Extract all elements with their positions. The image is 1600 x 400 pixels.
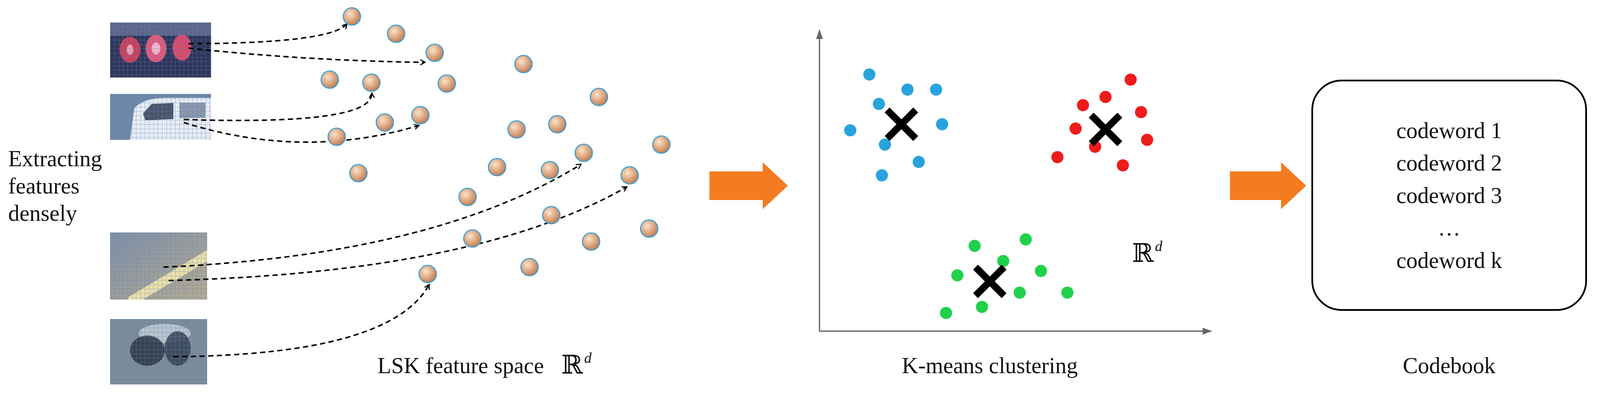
cluster-point — [1019, 233, 1032, 246]
centroid-mark — [975, 267, 1005, 296]
codeword-text: codeword k — [1396, 244, 1503, 277]
feature-dot — [321, 71, 339, 89]
feature-dot — [438, 74, 456, 93]
feature-dot — [463, 230, 482, 248]
cluster-point — [997, 255, 1010, 268]
cluster-point — [1069, 122, 1082, 135]
feature-dot — [582, 233, 600, 251]
feature-dot — [419, 265, 437, 283]
feature-dot — [488, 158, 506, 176]
feature-dot — [426, 44, 444, 62]
image-patch — [110, 232, 210, 303]
box-heading: Codebook — [1313, 352, 1586, 380]
feature-dot — [458, 188, 477, 206]
green-cluster — [939, 233, 1074, 320]
feature-dot — [514, 55, 533, 73]
dashed-arrow — [173, 285, 430, 358]
cluster-point — [1134, 106, 1148, 119]
patch-ground — [110, 319, 208, 385]
image-patch — [110, 22, 212, 78]
dense-grid — [110, 94, 212, 140]
blue-cluster — [844, 68, 949, 182]
cluster-point — [844, 124, 857, 137]
feature-dot — [542, 206, 560, 225]
cluster-point — [1034, 265, 1048, 278]
centroid-mark — [887, 110, 916, 139]
feature-dot — [541, 161, 559, 179]
feature-dot — [362, 74, 381, 92]
side-caption: Extracting features densely — [8, 145, 134, 228]
cluster-point — [930, 83, 943, 96]
feature-dot — [590, 88, 608, 106]
cluster-point — [1076, 99, 1090, 112]
codeword-text: codeword 1 — [1396, 114, 1503, 147]
feature-dot — [411, 106, 430, 124]
cluster-point — [1141, 133, 1154, 147]
cluster-point — [872, 97, 885, 111]
flow-arrow — [709, 162, 788, 210]
feature-dot — [343, 7, 361, 26]
cluster-point — [951, 269, 964, 282]
cluster-point — [863, 68, 876, 81]
cluster-point — [875, 169, 888, 182]
feature-dots — [321, 7, 670, 283]
feature-dot — [621, 166, 639, 185]
panel-caption: K-means clustering — [901, 352, 1078, 380]
dashed-arrow — [183, 93, 372, 121]
dashed-arrow — [163, 164, 581, 268]
x-axis — [819, 331, 1212, 333]
dimension-exponent: d — [584, 349, 592, 368]
cluster-point — [968, 240, 981, 253]
codeword-text: … — [1437, 211, 1461, 245]
space-caption: LSK feature space — [377, 352, 544, 380]
cluster-point — [939, 307, 953, 320]
codeword-text: codeword 2 — [1396, 146, 1503, 180]
cluster-point — [1051, 151, 1064, 164]
feature-dot — [652, 136, 670, 154]
feature-dot — [376, 113, 394, 132]
cluster-point — [912, 156, 925, 169]
codebook-box: codeword 1codeword 2codeword 3…codeword … — [1311, 79, 1587, 312]
cluster-point — [975, 301, 989, 314]
cluster-point — [1013, 286, 1026, 300]
cluster-point — [1124, 73, 1137, 86]
patch-ground — [110, 94, 212, 140]
real-space-symbol: ℝ — [561, 349, 583, 381]
cluster-point — [1061, 286, 1074, 300]
cluster-point — [901, 83, 914, 96]
feature-dot — [507, 120, 526, 139]
red-cluster — [1051, 73, 1154, 172]
dashed-arrow — [168, 187, 627, 281]
cluster-point — [1099, 91, 1112, 104]
feature-dot — [349, 164, 368, 183]
image-patch — [110, 319, 208, 385]
extraction-arrows — [163, 24, 627, 358]
dashed-arrow — [188, 48, 425, 63]
dense-grid — [110, 22, 212, 78]
real-space-symbol: ℝ — [1131, 237, 1154, 269]
dimension-exponent: d — [1154, 237, 1163, 256]
centroid-marks — [887, 110, 1120, 296]
cluster-point — [936, 118, 949, 131]
cluster-point — [1116, 159, 1129, 172]
image-patch — [110, 94, 212, 140]
y-axis — [819, 30, 821, 332]
patch-ground — [110, 22, 212, 78]
centroid-mark — [1091, 115, 1120, 144]
dense-grid — [110, 319, 208, 385]
feature-dot — [387, 25, 405, 43]
feature-dot — [520, 258, 539, 277]
feature-dot — [640, 220, 658, 238]
feature-dot — [575, 144, 593, 162]
feature-dot — [548, 115, 566, 134]
flow-arrow — [1229, 162, 1307, 210]
feature-dot — [328, 128, 346, 146]
codeword-text: codeword 3 — [1396, 179, 1503, 212]
dashed-arrow — [188, 24, 347, 44]
